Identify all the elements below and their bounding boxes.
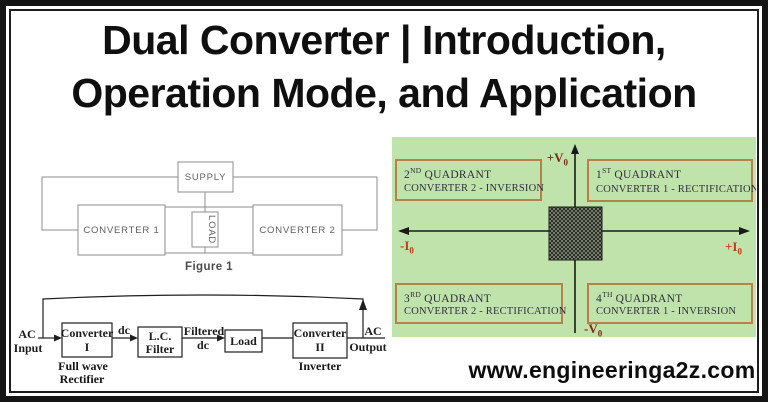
load-label: LOAD: [206, 215, 217, 244]
filtered-label-line2: dc: [197, 338, 210, 352]
i-positive-sub: 0: [737, 246, 742, 257]
figure1-left-wire: [41, 176, 178, 231]
flow-converter2-line2: II: [315, 340, 325, 354]
v-axis-top-arrow: [571, 144, 579, 154]
filtered-label-line1: Filtered: [184, 324, 225, 338]
converter1-label: CONVERTER 1: [83, 225, 159, 236]
i-axis-right-arrow: [739, 227, 750, 235]
load-box: [191, 211, 219, 248]
figure1-diagram: SUPPLY CONVERTER 1 CONVERTER 2 LOAD Figu…: [41, 161, 378, 273]
figure1-caption: Figure 1: [185, 261, 233, 273]
quadrant3-word: QUADRANT: [424, 292, 492, 305]
quadrant2-ordinal: 2: [404, 168, 411, 181]
quadrant4-description: CONVERTER 1 - INVERSION: [596, 306, 737, 317]
quadrant4-word: QUADRANT: [615, 292, 683, 305]
i-positive-label: +I0: [725, 239, 742, 257]
quadrant2-suffix: ND: [410, 166, 422, 175]
supply-label: SUPPLY: [185, 172, 227, 183]
flow-load-label: Load: [230, 334, 257, 348]
v-positive-sub: 0: [563, 157, 569, 168]
quadrant4-suffix: TH: [602, 290, 613, 299]
quadrant1-description: CONVERTER 1 - RECTIFICATION: [596, 184, 756, 195]
quadrant2-word: QUADRANT: [424, 168, 492, 181]
i-negative-sub: 0: [409, 245, 414, 256]
v-negative-text: -V: [584, 321, 598, 336]
flow-converter2-box: [292, 322, 348, 359]
flow-converter2-line1: Converter: [294, 326, 347, 340]
quadrant1-word: QUADRANT: [614, 168, 682, 181]
v-negative-label: -V0: [584, 321, 602, 337]
v-negative-sub: 0: [597, 328, 603, 337]
i-positive-text: +I: [725, 239, 738, 254]
converter1-box: [77, 204, 166, 256]
page-title-line2: Operation Mode, and Application: [71, 70, 697, 116]
figure1-right-wire: [233, 176, 378, 231]
feedback-up-arrow: [359, 299, 367, 310]
output-label-word: Output: [349, 340, 386, 354]
supply-box: [177, 161, 234, 193]
i-negative-text: -I: [400, 238, 410, 253]
v-positive-text: +V: [546, 150, 564, 165]
quadrant3-suffix: RD: [410, 290, 422, 299]
origin-hatched-square: [548, 206, 603, 261]
website-url: www.engineeringa2z.com: [468, 357, 756, 383]
i-negative-label: -I0: [400, 238, 414, 256]
filter-box: [137, 326, 183, 358]
input-arrowhead: [54, 334, 62, 342]
quadrant4-ordinal: 4: [596, 292, 603, 305]
quadrant3-description: CONVERTER 2 - RECTIFICATION: [404, 306, 567, 317]
quadrant1-suffix: ST: [602, 166, 612, 175]
page-title-line1: Dual Converter | Introduction,: [102, 17, 666, 63]
flow-converter1-line1: Converter: [61, 326, 114, 340]
quadrant3-ordinal: 3: [404, 292, 411, 305]
flow-converter1-box: [61, 322, 113, 358]
converter2-label: CONVERTER 2: [259, 225, 335, 236]
input-label-word: Input: [14, 341, 43, 355]
quadrant1-ordinal: 1: [596, 168, 603, 181]
v-positive-label: +V0: [512, 150, 568, 168]
filter-arrowhead: [130, 334, 138, 342]
flow-converter1-line2: I: [85, 340, 90, 354]
quadrant-axes: [398, 144, 750, 333]
i-axis-left-arrow: [398, 227, 409, 235]
flow-load-box: [224, 329, 263, 353]
output-label-ac: AC: [364, 324, 381, 338]
converter2-box: [252, 204, 343, 256]
filter-line1: L.C.: [149, 329, 172, 343]
inverter-caption: Inverter: [299, 359, 342, 373]
feedback-loop-wire: [42, 294, 364, 338]
rectifier-caption-line1: Full wave: [58, 359, 108, 373]
input-label-ac: AC: [18, 327, 35, 341]
dc-label: dc: [118, 323, 131, 337]
page-title: Dual Converter | Introduction, Operation…: [0, 14, 768, 120]
rectifier-caption-line2: Rectifier: [60, 372, 105, 386]
quadrant2-description: CONVERTER 2 - INVERSION: [404, 183, 545, 194]
filter-line2: Filter: [146, 342, 175, 356]
load-arrowhead: [217, 334, 225, 342]
flow-diagram: AC Input Converter I Full wave Rectifier…: [14, 294, 387, 386]
